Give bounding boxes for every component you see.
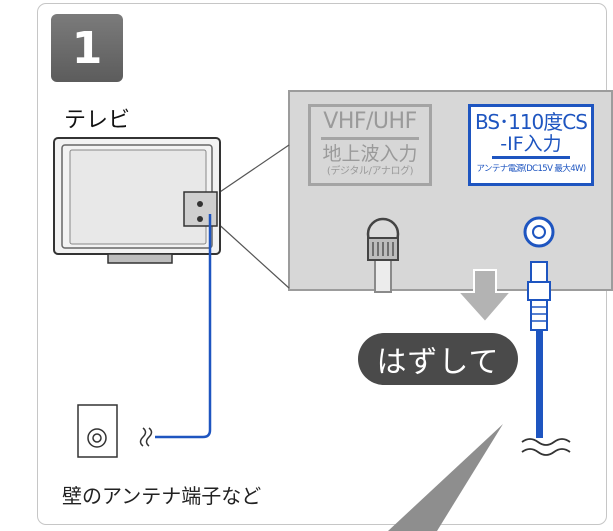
vhf-title: VHF/UHF: [323, 109, 417, 134]
next-step-pointer: [388, 424, 503, 531]
vhf-subtitle: 地上波入力: [322, 143, 418, 165]
wave-break-small-2: [145, 427, 153, 447]
wall-outlet-label: 壁のアンテナ端子など: [62, 484, 262, 508]
tv-rear-icon: [53, 137, 221, 264]
zoom-guide-line-top: [213, 144, 290, 197]
bs-plug-cable: [527, 261, 551, 438]
remove-arrow: [455, 269, 514, 324]
wave-break-2: [521, 448, 571, 456]
bs-cs-input-label: BS･110度CS -IF入力 アンテナ電源(DC15V 最大4W): [468, 104, 594, 186]
bs-terminal-socket: [523, 216, 555, 248]
vhf-uhf-input-label: VHF/UHF 地上波入力 (デジタル/アナログ): [308, 104, 432, 186]
vhf-plug: [366, 217, 400, 293]
wall-cable: [155, 214, 212, 439]
wave-break-1: [521, 438, 571, 446]
wall-antenna-outlet: [77, 404, 118, 458]
bs-note: アンテナ電源(DC15V 最大4W): [476, 164, 586, 174]
tv-label: テレビ: [64, 108, 131, 133]
wave-break-small-1: [139, 427, 147, 447]
vhf-note: (デジタル/アナログ): [326, 166, 414, 177]
bs-subtitle: -IF入力: [492, 134, 570, 159]
bs-title: BS･110度CS: [475, 110, 588, 134]
step-number-badge: 1: [51, 14, 123, 82]
vhf-divider: [321, 137, 419, 140]
remove-instruction-pill: はずして: [358, 333, 518, 385]
zoom-guide-line-bottom: [213, 219, 290, 289]
